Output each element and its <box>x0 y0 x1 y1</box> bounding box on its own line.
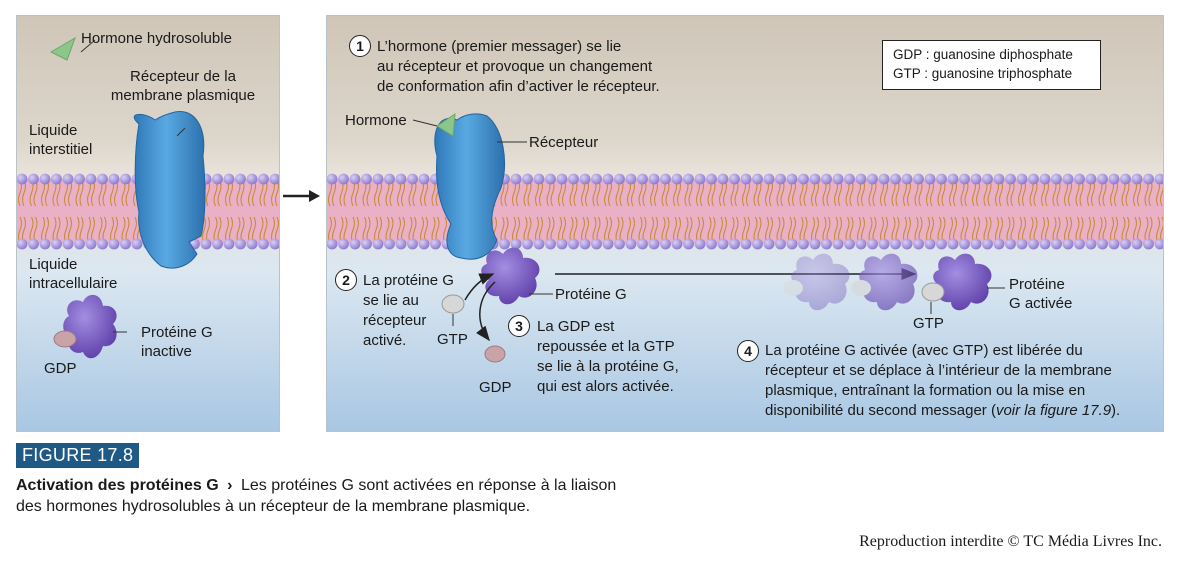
hormone-triangle-icon <box>49 36 76 61</box>
hormone-label: Hormone hydrosoluble <box>81 30 232 47</box>
figure-reference: voir la figure 17.9 <box>995 402 1112 419</box>
arrow-icon <box>464 273 495 301</box>
caption-text-2: des hormones hydrosolubles à un récepteu… <box>16 498 531 515</box>
step-1-number: 1 <box>349 35 371 57</box>
gtp-icon <box>921 282 945 302</box>
step-4-line-1: La protéine G activée (avec GTP) est lib… <box>765 342 1083 359</box>
step-2-line-1: La protéine G <box>363 272 454 289</box>
gdp-icon <box>484 345 506 363</box>
step-3-line-3: se lie à la protéine G, <box>537 358 679 375</box>
step-2-number: 2 <box>335 269 357 291</box>
g-protein-activated-icon <box>933 253 992 311</box>
activated-label-2: G activée <box>1009 295 1073 312</box>
step-2-line-2: se lie au <box>363 292 419 309</box>
receptor-label: Récepteur <box>529 134 599 151</box>
step-4-line-2: récepteur et se déplace à l’intérieur de… <box>765 362 1112 379</box>
step-4-line-4: disponibilité du second messager (voir l… <box>765 402 1121 419</box>
g-protein-ghost-icon <box>851 253 918 311</box>
extracellular-label-1: Liquide <box>29 122 78 139</box>
panel-activation-steps: 1 L’hormone (premier messager) se lie au… <box>326 15 1164 432</box>
copyright-credit: Reproduction interdite © TC Média Livres… <box>859 533 1162 550</box>
g-protein-icon <box>481 247 540 305</box>
g-protein-ghost-icon <box>783 253 850 311</box>
panel-inactive-state: Hormone hydrosoluble Récepteur de la mem… <box>16 15 280 432</box>
receptor-icon <box>133 111 206 269</box>
caption-separator: › <box>227 477 233 494</box>
hormone-label: Hormone <box>345 112 407 129</box>
legend-gdp: GDP : guanosine diphosphate <box>893 47 1073 62</box>
gdp-label-left: GDP <box>44 360 77 377</box>
hormone-triangle-icon <box>436 113 456 137</box>
receptor-label-2: membrane plasmique <box>110 87 256 104</box>
gdp-icon <box>53 330 77 348</box>
left-panel-illustration <box>17 16 279 431</box>
intracellular-label-1: Liquide <box>29 256 78 273</box>
caption-title: Activation des protéines G <box>16 477 219 494</box>
step-4-line-3: plasmique, entraînant la formation ou la… <box>765 382 1086 399</box>
receptor-icon <box>434 113 506 260</box>
g-protein-icon <box>63 294 117 359</box>
gdp-label: GDP <box>479 379 512 396</box>
figure-badge: FIGURE 17.8 <box>16 443 140 468</box>
abbreviation-legend: GDP : guanosine diphosphate GTP : guanos… <box>882 40 1101 90</box>
step-2-line-4: activé. <box>363 332 407 349</box>
step-4-number: 4 <box>737 340 759 362</box>
step-3-line-1: La GDP est <box>537 318 615 335</box>
intracellular-label-2: intracellulaire <box>29 275 118 292</box>
step-1-line-2: au récepteur et provoque un changement <box>377 58 653 75</box>
receptor-label-1: Récepteur de la <box>130 68 236 85</box>
activated-label-1: Protéine <box>1009 276 1065 293</box>
g-protein-label: Protéine G <box>555 286 627 303</box>
figure-caption: Activation des protéines G › Les protéin… <box>16 475 736 517</box>
g-protein-inactive-label-2: inactive <box>141 343 192 360</box>
step-1-line-3: de conformation afin d’activer le récept… <box>377 78 660 95</box>
arrow-icon <box>283 190 320 202</box>
step-3-number: 3 <box>508 315 530 337</box>
extracellular-label-2: interstitiel <box>29 141 93 158</box>
right-panel-illustration <box>327 16 1163 431</box>
step-3-line-2: repoussée et la GTP <box>537 338 675 355</box>
step-3-line-4: qui est alors activée. <box>537 378 674 395</box>
step-1-line-1: L’hormone (premier messager) se lie <box>377 38 622 55</box>
g-protein-inactive-label-1: Protéine G <box>141 324 213 341</box>
caption-text-1: Les protéines G sont activées en réponse… <box>240 477 617 494</box>
arrow-icon <box>475 281 496 342</box>
step-2-line-3: récepteur <box>363 312 427 329</box>
gtp-label-left: GTP <box>437 331 468 348</box>
legend-gtp: GTP : guanosine triphosphate <box>893 66 1073 81</box>
gtp-label-right: GTP <box>913 315 944 332</box>
gtp-icon <box>441 294 465 314</box>
